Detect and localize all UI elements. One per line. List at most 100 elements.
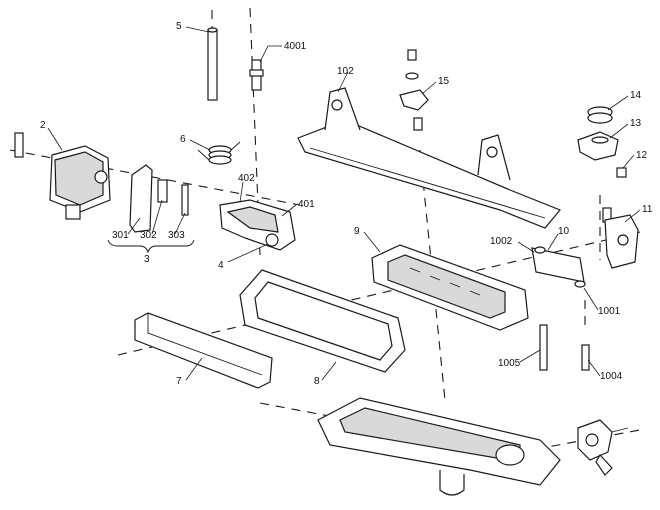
label-6: 6 (180, 134, 186, 145)
module-hub (94, 170, 108, 184)
cover-edge (147, 313, 263, 376)
box-ribs (409, 267, 481, 296)
housing-edge (309, 147, 546, 219)
part-15-clip (399, 49, 429, 131)
bracket-brace-3 (107, 239, 195, 254)
base-latch (577, 419, 629, 476)
part-302-sleeve (157, 179, 168, 203)
pin-top (207, 27, 218, 33)
label-402: 402 (238, 173, 255, 184)
label-1002: 1002 (490, 236, 513, 247)
module-connector (65, 204, 81, 220)
label-8: 8 (314, 376, 320, 387)
leader-13 (609, 123, 629, 139)
base-housing (317, 397, 561, 496)
leader-302 (151, 199, 163, 235)
leader-1001 (583, 287, 599, 311)
part-5-pin (207, 10, 218, 101)
ear-hole-left (331, 99, 343, 111)
label-1001: 1001 (598, 306, 621, 317)
part-7-cover (134, 312, 273, 389)
part-102-upper-housing (297, 87, 561, 229)
base-boss (495, 444, 525, 466)
leader-12 (622, 154, 635, 169)
leader-6 (189, 139, 211, 151)
leader-1004 (587, 359, 601, 377)
cam-boss (591, 136, 609, 144)
latch-hole (617, 234, 629, 246)
label-4: 4 (218, 260, 224, 271)
leader-2 (47, 127, 63, 151)
label-1004: 1004 (600, 371, 623, 382)
pin1005-body (539, 324, 548, 371)
part-6-spring (197, 141, 241, 165)
leader-102 (337, 71, 349, 93)
leader-5 (185, 26, 210, 33)
part-11-latch (602, 207, 639, 269)
part-1005-pin (539, 324, 548, 371)
part-14-spring (587, 106, 613, 124)
label-401: 401 (298, 199, 315, 210)
label-3: 3 (144, 254, 150, 265)
link-pin-1001 (574, 280, 586, 288)
latch-arm (611, 427, 629, 433)
label-5: 5 (176, 21, 182, 32)
short-pin-collar (249, 69, 264, 77)
part-301-bracket (129, 164, 153, 233)
part-9-housing (371, 244, 529, 331)
part-1004-pin (581, 344, 590, 371)
label-102: 102 (337, 66, 354, 77)
clip-body (399, 89, 429, 111)
label-10: 10 (558, 226, 570, 237)
module-face (54, 151, 104, 206)
assembly-axes (9, 7, 641, 453)
link-pin-1002 (534, 246, 546, 254)
latch-ring (585, 433, 599, 447)
part-4001-pin (249, 59, 264, 91)
label-303: 303 (168, 230, 185, 241)
part-3-subassembly (107, 164, 195, 254)
latch-tab (595, 453, 613, 476)
label-7: 7 (176, 376, 182, 387)
label-302: 302 (140, 230, 157, 241)
part-8-frame (239, 269, 406, 373)
label-301: 301 (112, 230, 129, 241)
leader-4 (227, 243, 269, 263)
part-4-lever (219, 199, 296, 251)
ear-hole-right (486, 146, 498, 158)
label-14: 14 (630, 90, 642, 101)
housing-rail (297, 119, 561, 229)
clip-spring (413, 117, 423, 131)
pin1004-body (581, 344, 590, 371)
leader-14 (607, 95, 629, 111)
pin-body (207, 29, 218, 101)
leader-8 (321, 361, 337, 381)
leader-1002 (517, 241, 535, 253)
label-13: 13 (630, 118, 642, 129)
leader-4001 (259, 45, 282, 63)
washer (405, 72, 419, 80)
label-1005: 1005 (498, 358, 521, 369)
housing-ear-left (324, 87, 361, 131)
leader-401 (281, 204, 297, 217)
label-9: 9 (354, 226, 360, 237)
leader-10 (547, 233, 559, 251)
leader-301 (127, 217, 141, 235)
lever-pivot (265, 233, 279, 247)
part-2-lock-module (14, 132, 111, 220)
frame-inner (254, 281, 393, 361)
leader-1005 (519, 349, 541, 363)
screw (407, 49, 417, 61)
part-303-rod (181, 184, 189, 216)
label-15: 15 (438, 76, 450, 87)
part-12-block (616, 167, 627, 178)
leader-402 (239, 181, 244, 203)
leader-11 (624, 209, 641, 223)
spring-coil-3 (208, 155, 232, 165)
spring-legs (197, 141, 241, 161)
label-2: 2 (40, 120, 46, 131)
base-foot (439, 470, 465, 496)
leader-303 (174, 212, 186, 235)
